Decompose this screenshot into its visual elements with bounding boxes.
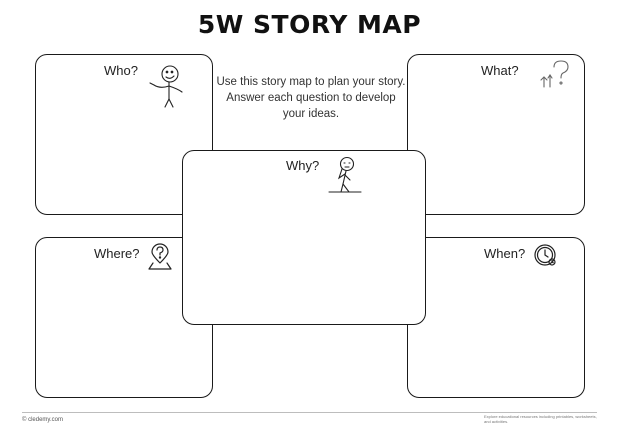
footer-note: Explore educational resources including … bbox=[484, 414, 597, 424]
when-box[interactable]: When? bbox=[407, 237, 585, 398]
stick-figure-shrug-icon bbox=[149, 65, 183, 108]
who-box[interactable]: Who? bbox=[35, 54, 213, 215]
what-label: What? bbox=[481, 63, 519, 78]
clock-icon bbox=[534, 244, 556, 266]
instructions-text: Use this story map to plan your story. A… bbox=[216, 76, 406, 120]
when-label: When? bbox=[484, 246, 526, 261]
page-title: 5W STORY MAP bbox=[197, 10, 422, 39]
what-box[interactable]: What? bbox=[407, 54, 585, 215]
footer-divider bbox=[22, 412, 597, 413]
footer-copyright: © cledemy.com bbox=[22, 417, 63, 423]
where-label: Where? bbox=[94, 246, 140, 261]
why-box[interactable]: Why? bbox=[182, 150, 426, 325]
who-label: Who? bbox=[104, 63, 138, 78]
thinking-figure-icon bbox=[328, 156, 362, 193]
why-label: Why? bbox=[286, 158, 320, 173]
question-mark-icon bbox=[540, 60, 569, 88]
map-pin-icon bbox=[148, 243, 172, 270]
